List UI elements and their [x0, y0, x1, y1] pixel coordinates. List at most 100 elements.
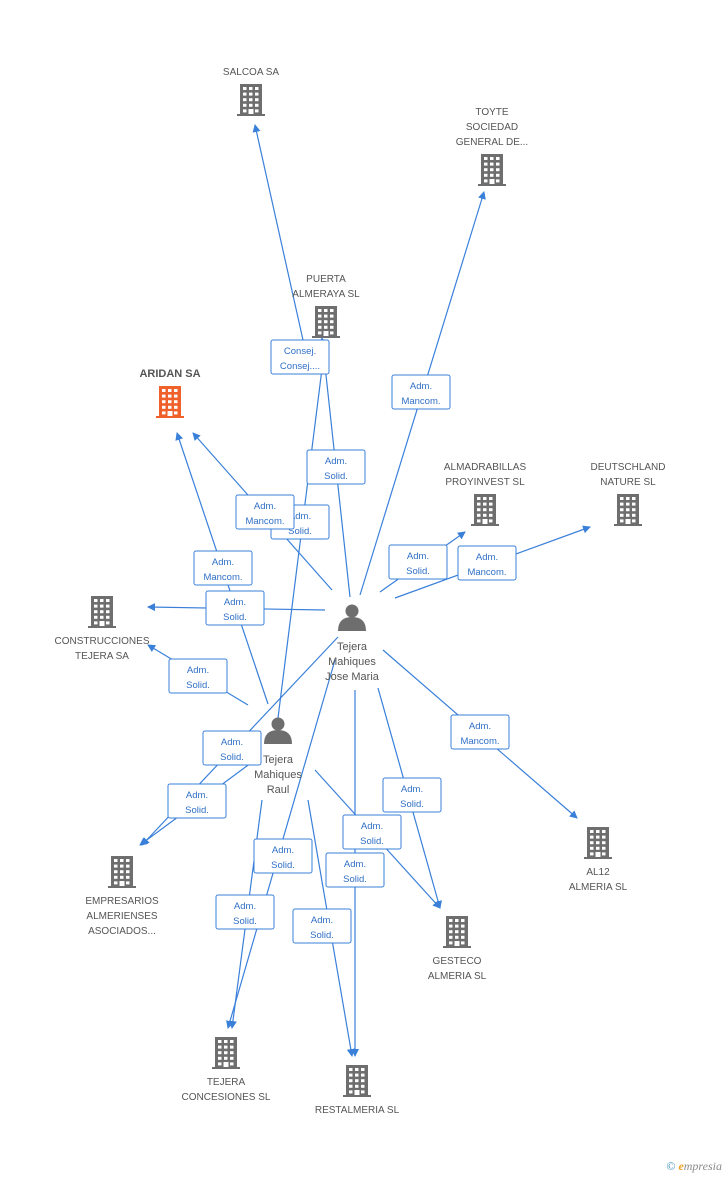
- edge-label-text: Solid.: [343, 874, 367, 885]
- edge-label-box[interactable]: Adm.Solid.: [342, 814, 402, 850]
- company-node-aridan[interactable]: ARIDAN SA: [139, 368, 201, 418]
- company-label-line: SALCOA SA: [223, 67, 279, 78]
- edge-label-text: Mancom.: [460, 736, 499, 747]
- person-label-line: Mahiques: [328, 656, 376, 668]
- building-icon: [156, 386, 184, 418]
- edge-label-text: Solid.: [271, 860, 295, 871]
- edge-label-text: Mancom.: [245, 516, 284, 527]
- company-label-line: RESTALMERIA SL: [315, 1105, 400, 1116]
- edge-label-box[interactable]: Adm.Mancom.: [391, 374, 451, 410]
- edge-label-box[interactable]: Adm. Solid.: [325, 852, 385, 888]
- person-label-line: Raul: [267, 784, 290, 796]
- edge-label-text: Adm.: [407, 551, 429, 562]
- company-label-line: PUERTA: [306, 274, 346, 285]
- edge-label-box[interactable]: Adm.Solid.: [168, 658, 228, 694]
- company-label-line: GENERAL DE...: [456, 137, 528, 148]
- company-label-line: SOCIEDAD: [466, 122, 518, 133]
- company-label-line: NATURE SL: [600, 477, 656, 488]
- company-label-line: CONCESIONES SL: [182, 1092, 271, 1103]
- edge-label-box[interactable]: Adm. Solid.: [253, 838, 313, 874]
- building-icon: [312, 306, 340, 338]
- company-node-toyte[interactable]: TOYTE SOCIEDAD GENERAL DE...: [456, 107, 528, 186]
- edge-label-box[interactable]: Adm. Solid.: [388, 544, 448, 580]
- edge-label-text: Mancom.: [203, 572, 242, 583]
- edge-label-text: Solid.: [310, 930, 334, 941]
- edge-label-text: Adm.: [361, 821, 383, 832]
- company-label-line: TOYTE: [475, 107, 508, 118]
- company-node-empresarios[interactable]: EMPRESARIOS ALMERIENSES ASOCIADOS...: [85, 856, 159, 937]
- edge-label-text: Consej....: [280, 361, 320, 372]
- edge-label-text: Adm.: [311, 915, 333, 926]
- building-icon: [443, 916, 471, 948]
- edge-label-text: Adm.: [476, 552, 498, 563]
- person-label-line: Jose Maria: [325, 671, 380, 683]
- edge-label-text: Adm.: [221, 737, 243, 748]
- edge-label-text: Adm.: [272, 845, 294, 856]
- person-icon: [338, 604, 366, 631]
- company-label-line: AL12: [586, 867, 610, 878]
- company-label-line: ASOCIADOS...: [88, 926, 156, 937]
- edge-label-text: Adm.: [410, 381, 432, 392]
- person-label-line: Tejera: [263, 754, 294, 766]
- edge-label-box[interactable]: Adm. Solid.: [205, 590, 265, 626]
- edge-label-text: Adm.: [289, 511, 311, 522]
- edge-label-box[interactable]: Adm.Solid.: [306, 449, 366, 485]
- company-label-line: GESTECO: [433, 956, 482, 967]
- edge-label-text: Solid.: [223, 612, 247, 623]
- company-node-restalmeria[interactable]: RESTALMERIA SL: [315, 1065, 400, 1116]
- edge-label-box[interactable]: Adm. Solid.: [202, 730, 262, 766]
- company-label-line: ALMERIA SL: [428, 971, 487, 982]
- edge-label-box[interactable]: Adm.Mancom.: [235, 494, 295, 530]
- building-icon: [88, 596, 116, 628]
- edge-label-text: Mancom.: [467, 567, 506, 578]
- nodes-layer: SALCOA SA TOYTE SOCIEDAD GENERAL DE... PUERT…: [54, 67, 665, 1116]
- company-label-line: ALMERIA SL: [569, 882, 628, 893]
- company-label-line: TEJERA SA: [75, 651, 129, 662]
- edge-label-box[interactable]: Consej. Consej....: [270, 339, 330, 375]
- company-label-line: TEJERA: [207, 1077, 246, 1088]
- edge-label-text: Adm.: [212, 557, 234, 568]
- edge-label-text: Solid.: [400, 799, 424, 810]
- edge-label-text: Adm.: [344, 859, 366, 870]
- company-node-gesteco[interactable]: GESTECO ALMERIA SL: [428, 916, 487, 982]
- company-label-line: DEUTSCHLAND: [590, 462, 665, 473]
- brand-logo-initial: e: [678, 1159, 684, 1173]
- edge-label-box[interactable]: Adm. Mancom.: [193, 550, 253, 586]
- edge-label-box[interactable]: Adm.Mancom.: [450, 714, 510, 750]
- edge-labels-layer: Consej. Consej.... Adm. Mancom. Adm. Solid. Ad…: [167, 339, 517, 944]
- company-node-deutschland[interactable]: DEUTSCHLAND NATURE SL: [590, 462, 666, 526]
- edge-label-text: Adm.: [325, 456, 347, 467]
- copyright-icon: ©: [666, 1159, 676, 1173]
- company-node-tejera_concesiones[interactable]: TEJERA CONCESIONES SL: [182, 1037, 271, 1103]
- building-icon: [478, 154, 506, 186]
- edge-label-text: Solid.: [220, 752, 244, 763]
- edge-label-text: Adm.: [224, 597, 246, 608]
- building-icon: [237, 84, 265, 116]
- edge-label-box[interactable]: Adm. Solid.: [292, 908, 352, 944]
- company-node-salcoa[interactable]: SALCOA SA: [223, 67, 279, 116]
- company-label-line: ALMERIENSES: [86, 911, 157, 922]
- building-icon: [343, 1065, 371, 1097]
- edges-layer: [139, 124, 591, 1057]
- company-label-line: EMPRESARIOS: [85, 896, 159, 907]
- edge-label-text: Solid.: [406, 566, 430, 577]
- edge-label-text: Adm.: [234, 901, 256, 912]
- edge-label-box[interactable]: Adm.Solid.: [382, 777, 442, 813]
- building-icon: [471, 494, 499, 526]
- edge-jose-salcoa: [252, 124, 304, 341]
- edge-label-box[interactable]: Adm. Mancom.: [457, 545, 517, 581]
- building-icon: [212, 1037, 240, 1069]
- company-label-line: ARIDAN SA: [139, 368, 200, 380]
- edge-label-text: Consej.: [284, 346, 316, 357]
- edge-label-box[interactable]: Adm.Solid.: [167, 783, 227, 819]
- edge-label-box[interactable]: Adm.Solid.: [215, 894, 275, 930]
- empresia-watermark[interactable]: © empresia: [666, 1159, 722, 1174]
- edge-label-text: Adm.: [187, 665, 209, 676]
